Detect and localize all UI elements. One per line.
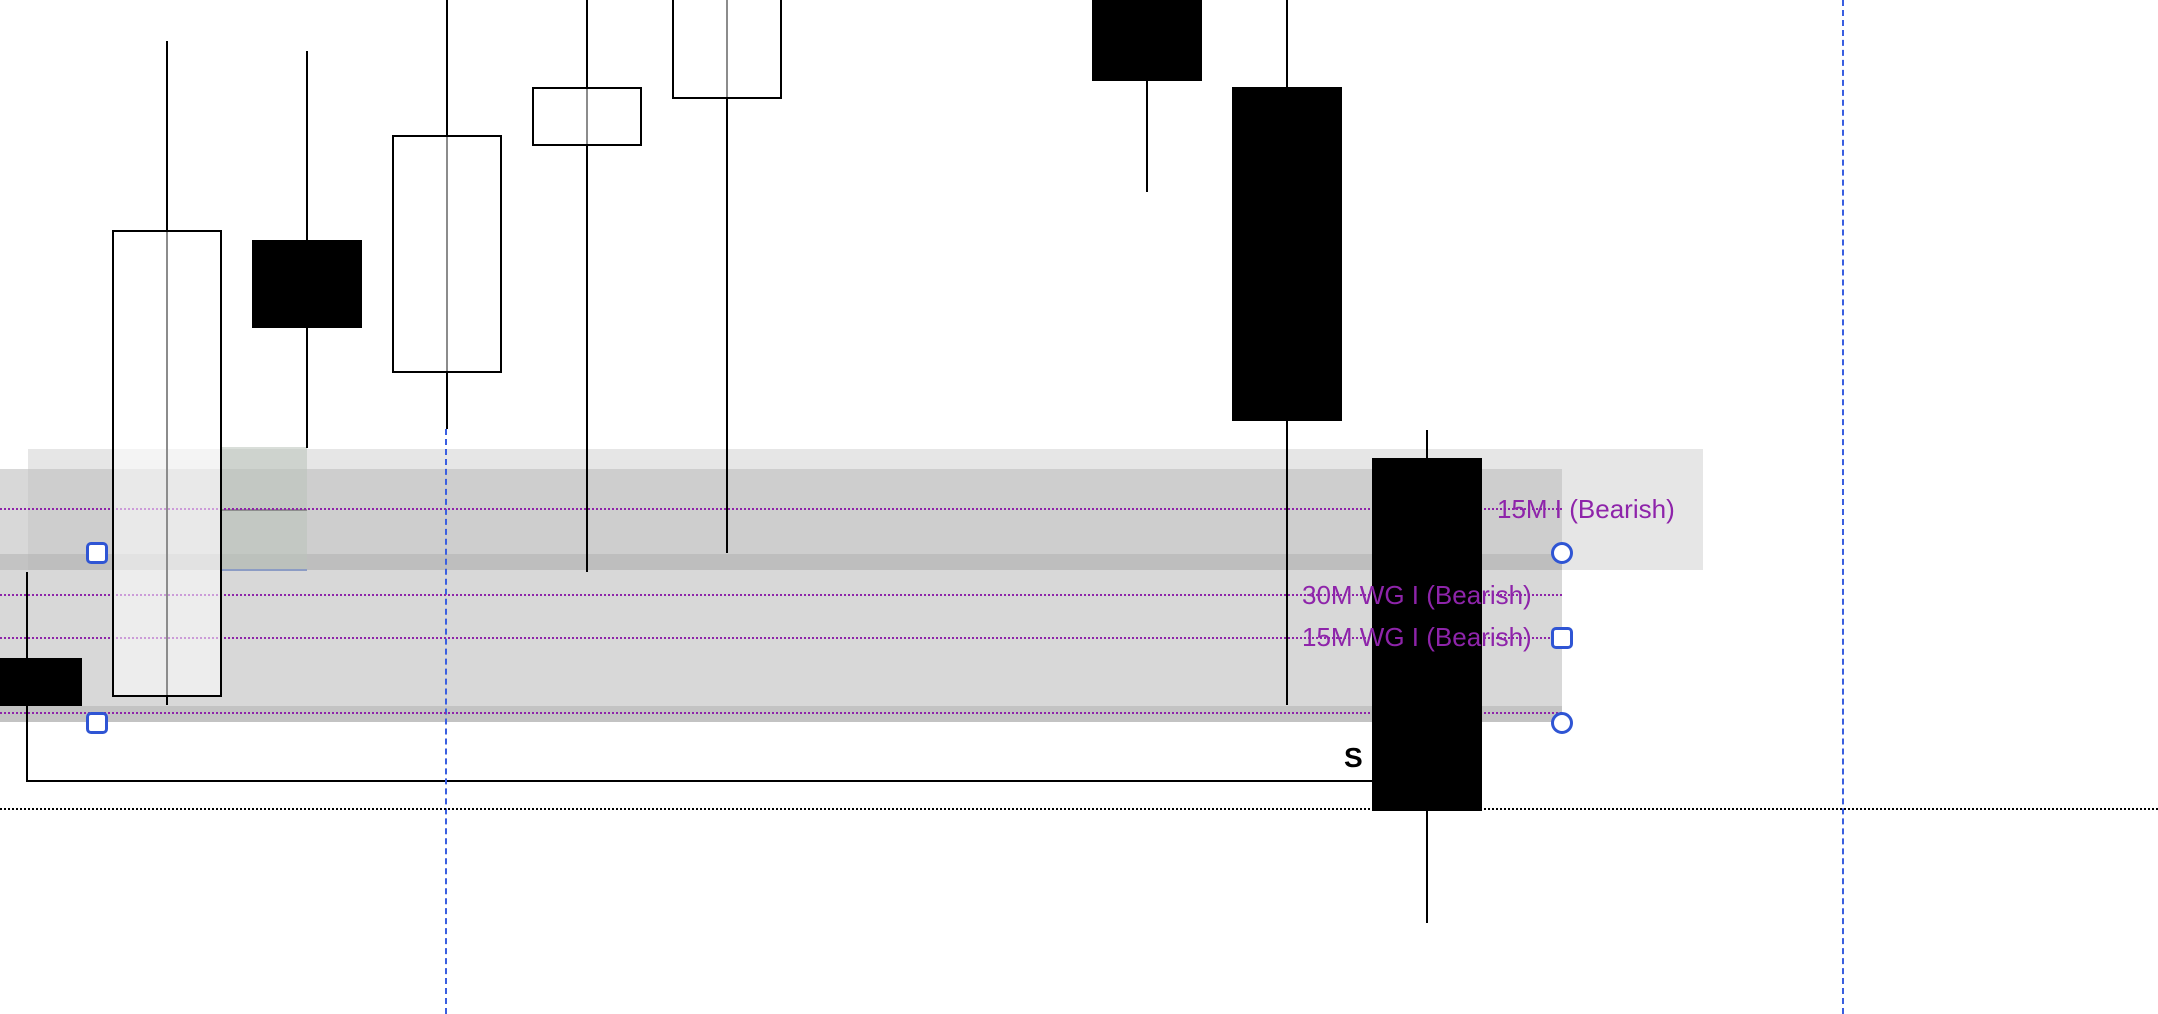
level-line-0[interactable] (0, 508, 1562, 510)
zone-band-upper (0, 554, 1562, 570)
candle-body-bearish (1232, 87, 1342, 421)
zone-band-lower (0, 706, 1562, 722)
candle-3[interactable] (392, 0, 502, 429)
candle-body-bearish (252, 240, 362, 328)
level-line-2[interactable] (0, 637, 1562, 639)
candle-body-bullish (392, 135, 502, 373)
candle-10[interactable] (1372, 430, 1482, 923)
candle-body-bearish (1372, 458, 1482, 811)
zone-handle-top-left[interactable] (86, 542, 108, 564)
candle-body-bullish (672, 0, 782, 99)
horizontal-dotted-line[interactable] (0, 808, 2158, 810)
candle-8[interactable] (1092, 0, 1202, 192)
candle-9[interactable] (1232, 0, 1342, 705)
zone-handle-mid-right[interactable] (1551, 627, 1573, 649)
candle-5[interactable] (672, 0, 782, 553)
vertical-dashed-line-1[interactable] (445, 429, 447, 1014)
level-label-15m-i: 15M I (Bearish) (1497, 494, 1675, 524)
candle-body-bullish (532, 87, 642, 146)
candle-1[interactable] (112, 41, 222, 705)
level-label-30m: 30M WG I (Bearish) (1302, 580, 1532, 610)
level-line-3[interactable] (0, 712, 1562, 714)
candle-2[interactable] (252, 51, 362, 448)
candle-body-bullish (112, 230, 222, 697)
level-line-1[interactable] (0, 594, 1562, 596)
candle-4[interactable] (532, 0, 642, 572)
vertical-dashed-line-2[interactable] (1842, 0, 1844, 1014)
level-label-15m-wg: 15M WG I (Bearish) (1302, 622, 1532, 652)
s-label: S (1344, 742, 1363, 773)
zone-handle-bottom-right[interactable] (1551, 712, 1573, 734)
highlight-box-midline (221, 509, 307, 511)
candle-body-bearish (0, 658, 82, 706)
zone-handle-top-right[interactable] (1551, 542, 1573, 564)
candle-body-bearish (1092, 0, 1202, 81)
zone-handle-bottom-left[interactable] (86, 712, 108, 734)
candle-0[interactable] (0, 572, 82, 781)
